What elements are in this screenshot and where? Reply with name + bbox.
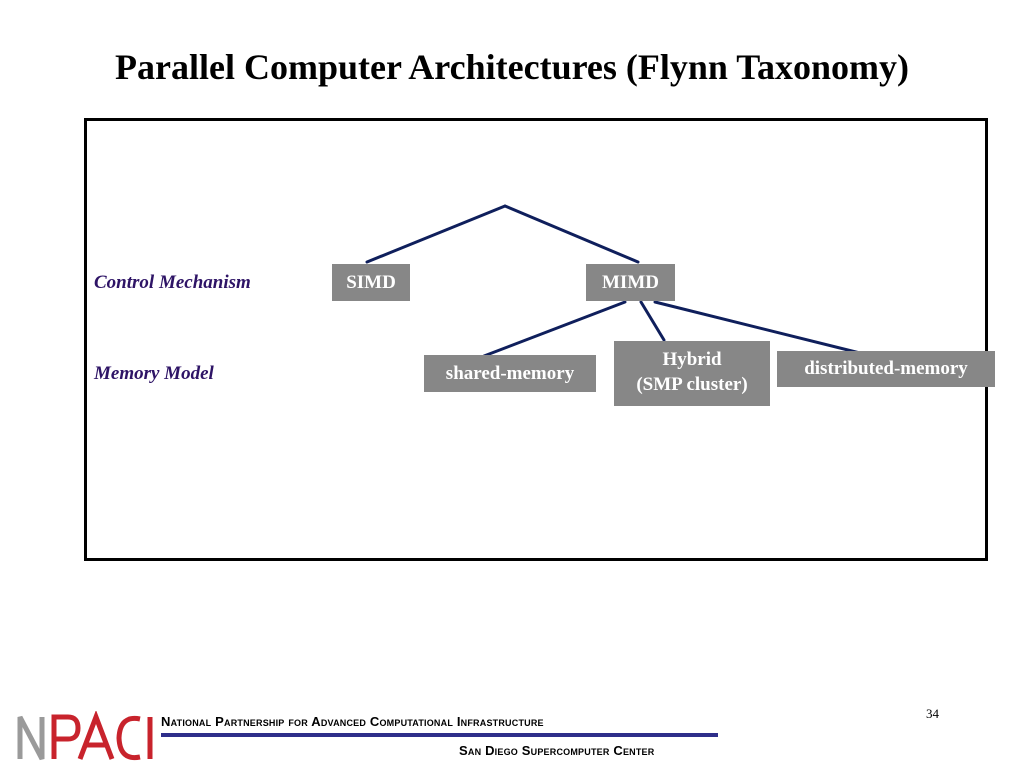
diagram-frame xyxy=(84,118,988,561)
node-distributed-memory-label: distributed-memory xyxy=(804,358,968,379)
node-shared-memory: shared-memory xyxy=(424,355,596,392)
npaci-logo xyxy=(17,711,153,761)
node-distributed-memory: distributed-memory xyxy=(777,351,995,387)
node-hybrid-label-line1: Hybrid xyxy=(662,349,722,370)
node-mimd-label: MIMD xyxy=(602,272,659,293)
page-number: 34 xyxy=(926,706,939,721)
node-mimd: MIMD xyxy=(586,264,675,301)
node-shared-memory-label: shared-memory xyxy=(445,363,575,384)
node-simd: SIMD xyxy=(332,264,410,301)
node-hybrid-label-line2: (SMP cluster) xyxy=(636,373,748,395)
node-hybrid: Hybrid (SMP cluster) xyxy=(614,341,770,406)
row-label-memory-model: Memory Model xyxy=(94,363,214,384)
footer-center: San Diego Supercomputer Center xyxy=(459,743,655,758)
row-label-control-mechanism: Control Mechanism xyxy=(94,272,251,293)
slide-title: Parallel Computer Architectures (Flynn T… xyxy=(115,47,909,87)
node-simd-label: SIMD xyxy=(346,272,396,293)
footer-organization: National Partnership for Advanced Comput… xyxy=(161,714,544,729)
footer-rule xyxy=(161,733,718,737)
